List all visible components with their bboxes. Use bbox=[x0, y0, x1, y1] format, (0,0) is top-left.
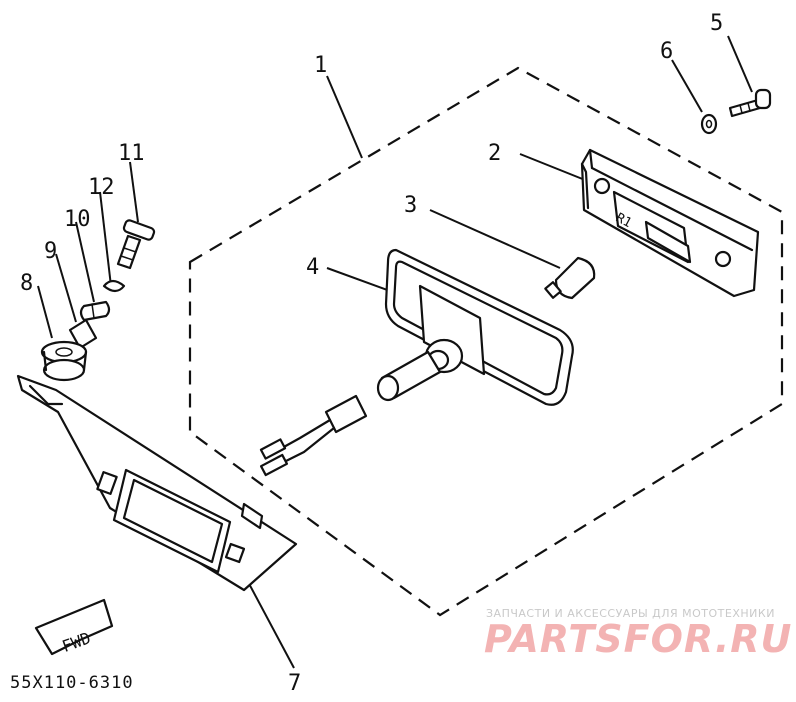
bulb-part-3 bbox=[544, 256, 596, 300]
callout-6: 6 bbox=[660, 39, 673, 64]
watermark-tagline: ЗАПЧАСТИ И АКСЕССУАРЫ ДЛЯ МОТОТЕХНИКИ bbox=[486, 607, 775, 620]
callout-1: 1 bbox=[314, 53, 327, 78]
callout-5: 5 bbox=[710, 11, 723, 36]
clip-part-12 bbox=[102, 279, 126, 293]
leader-lines bbox=[37, 35, 753, 669]
lens-mark: R1 bbox=[613, 211, 634, 232]
collar-part-9 bbox=[68, 318, 98, 350]
base-part-4 bbox=[259, 248, 574, 477]
callout-3: 3 bbox=[404, 193, 417, 218]
lens-part-2: R1 bbox=[580, 148, 760, 298]
callout-8: 8 bbox=[20, 271, 33, 296]
screw-part-5 bbox=[728, 88, 772, 118]
grommet-part-10 bbox=[79, 300, 111, 322]
callout-12: 12 bbox=[88, 175, 115, 200]
bolt-part-11 bbox=[116, 219, 156, 270]
assembly-boundary bbox=[188, 66, 784, 617]
bracket-part-7 bbox=[16, 374, 298, 592]
fwd-arrow-icon: FWD bbox=[34, 598, 114, 656]
callout-2: 2 bbox=[488, 141, 501, 166]
watermark-logo: PARTSFOR.RU bbox=[484, 617, 793, 661]
washer-part-6 bbox=[700, 113, 718, 135]
callout-7: 7 bbox=[288, 671, 301, 696]
callout-4: 4 bbox=[306, 255, 319, 280]
mount-part-8 bbox=[40, 340, 88, 382]
callout-11: 11 bbox=[118, 141, 145, 166]
callout-10: 10 bbox=[64, 207, 91, 232]
callout-numbers: 1 2 3 4 5 6 7 8 9 10 11 12 bbox=[20, 11, 723, 696]
callout-9: 9 bbox=[44, 239, 57, 264]
part-code: 55X110-6310 bbox=[10, 673, 134, 693]
